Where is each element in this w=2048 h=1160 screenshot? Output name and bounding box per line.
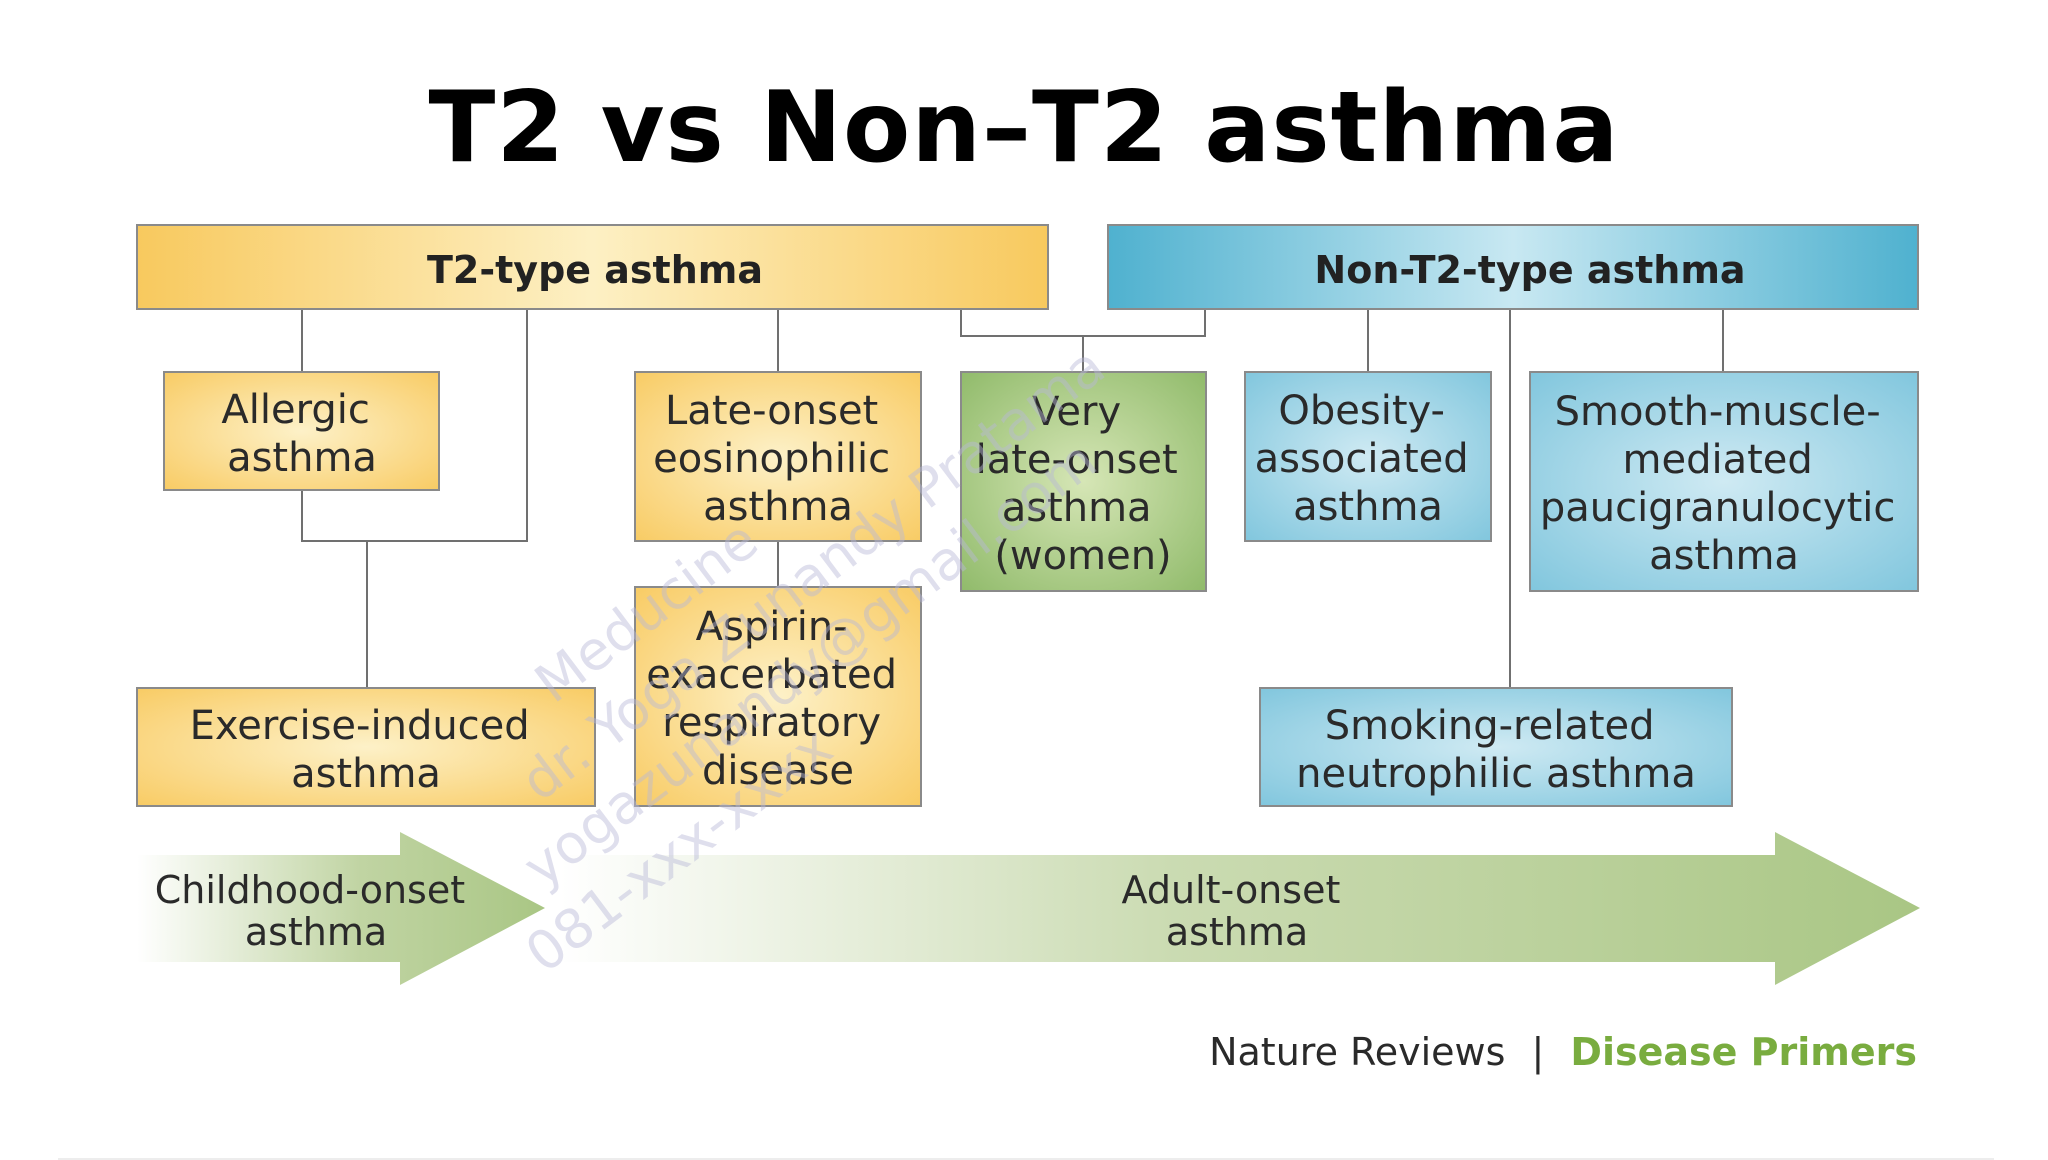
late-onset-eosinophilic-box: Late-onset eosinophilic asthma <box>634 371 922 542</box>
allergic-asthma-box: Allergic asthma <box>163 371 440 491</box>
late-onset-eosinophilic-label: Late-onset eosinophilic asthma <box>653 388 903 530</box>
exercise-induced-box: Exercise-induced asthma <box>136 687 596 807</box>
credit-journal: Nature Reviews <box>1209 1030 1505 1074</box>
aspirin-exacerbated-label: Aspirin- exacerbated respiratory disease <box>646 604 909 794</box>
connector-lines <box>301 308 1724 688</box>
smoking-related-box: Smoking-related neutrophilic asthma <box>1259 687 1733 807</box>
t2-header: T2-type asthma <box>136 224 1049 310</box>
non-t2-header-label: Non-T2-type asthma <box>1314 248 1745 292</box>
slide-title: T2 vs Non–T2 asthma <box>428 71 1620 185</box>
source-credit: Nature Reviews | Disease Primers <box>1209 1030 1917 1075</box>
adult-onset-arrow: Adult-onset asthma <box>560 832 1920 985</box>
svg-text:Nature Reviews | D: Nature Reviews | Disease Primers <box>1209 1030 1917 1075</box>
very-late-onset-label: Very late-onset asthma (women) <box>976 389 1191 579</box>
credit-separator: | <box>1532 1030 1545 1075</box>
very-late-onset-box: Very late-onset asthma (women) <box>960 371 1207 592</box>
connector-shared-very-late <box>960 308 1206 337</box>
exercise-induced-label: Exercise-induced asthma <box>190 703 543 797</box>
childhood-onset-arrow: Childhood-onset asthma <box>137 832 545 985</box>
allergic-asthma-label: Allergic asthma <box>221 387 382 481</box>
non-t2-header: Non-T2-type asthma <box>1107 224 1919 310</box>
obesity-associated-label: Obesity- associated asthma <box>1255 388 1482 530</box>
obesity-associated-box: Obesity- associated asthma <box>1244 371 1492 542</box>
aspirin-exacerbated-box: Aspirin- exacerbated respiratory disease <box>634 586 922 807</box>
smooth-muscle-label: Smooth-muscle- mediated paucigranulocyti… <box>1540 389 1908 579</box>
smooth-muscle-box: Smooth-muscle- mediated paucigranulocyti… <box>1529 371 1919 592</box>
connector-t2-to-exercise-bracket <box>301 308 528 542</box>
t2-header-label: T2-type asthma <box>427 248 763 292</box>
smoking-related-label: Smoking-related neutrophilic asthma <box>1296 703 1696 797</box>
adult-onset-label: Adult-onset asthma <box>1122 868 1353 954</box>
credit-section: Disease Primers <box>1570 1030 1917 1074</box>
childhood-onset-label: Childhood-onset asthma <box>155 868 477 954</box>
